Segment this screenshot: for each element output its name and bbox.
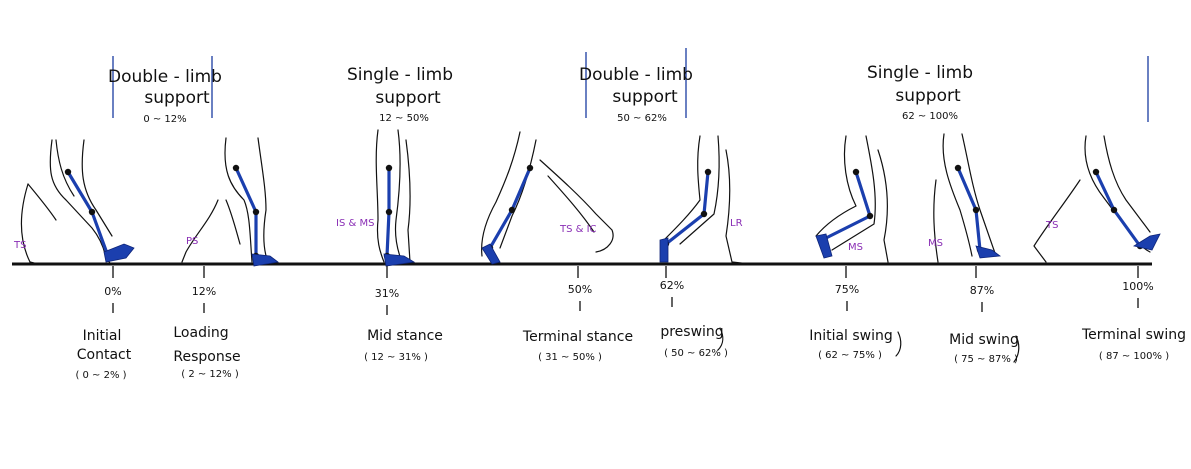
phase-initial-contact: 0% Initial Contact ( 0 ~ 2% ) bbox=[75, 285, 131, 381]
phase-percent: 75% bbox=[835, 283, 859, 296]
support-period-double-2: Double - limb support 50 ~ 62% bbox=[579, 65, 693, 124]
support-title: Single - limb bbox=[347, 65, 453, 85]
leg-tag: MS bbox=[928, 238, 943, 249]
phase-percent: 12% bbox=[192, 285, 216, 298]
phase-preswing: 62% preswing ( 50 ~ 62% ) bbox=[660, 279, 728, 359]
phase-mid-stance: 31% Mid stance ( 12 ~ 31% ) bbox=[364, 287, 443, 363]
phase-range: ( 31 ~ 50% ) bbox=[538, 352, 602, 363]
support-range: 12 ~ 50% bbox=[379, 113, 429, 124]
bracket-mark bbox=[717, 327, 724, 351]
phase-range: ( 0 ~ 2% ) bbox=[75, 370, 126, 381]
leg-mid-stance bbox=[375, 129, 416, 267]
phase-loading-response: 12% Loading Response ( 2 ~ 12% ) bbox=[173, 285, 240, 380]
phase-percent: 31% bbox=[375, 287, 399, 300]
phase-range: ( 62 ~ 75% ) bbox=[818, 350, 882, 361]
phase-name: preswing bbox=[660, 324, 723, 340]
support-period-single-1: Single - limb support 12 ~ 50% bbox=[347, 65, 453, 124]
phase-name: Contact bbox=[77, 347, 132, 363]
support-range: 0 ~ 12% bbox=[143, 114, 186, 125]
support-period-double-1: Double - limb support 0 ~ 12% bbox=[108, 67, 222, 125]
phase-percent: 0% bbox=[104, 285, 121, 298]
leg-terminal-swing bbox=[1033, 135, 1161, 263]
leg-loading-response bbox=[181, 137, 279, 267]
support-title: support bbox=[895, 86, 961, 106]
leg-tag: LR bbox=[730, 218, 743, 229]
phase-mid-swing: 87% Mid swing ( 75 ~ 87% ) bbox=[949, 284, 1019, 365]
phase-percent: 62% bbox=[660, 279, 684, 292]
leg-terminal-stance bbox=[481, 131, 614, 265]
phase-name: Initial bbox=[83, 328, 122, 344]
leg-tag: TS bbox=[13, 240, 26, 251]
leg-initial-contact bbox=[20, 139, 135, 265]
phase-name: Terminal swing bbox=[1081, 327, 1186, 343]
leg-tag: TS bbox=[1045, 220, 1058, 231]
ground-ticks bbox=[112, 266, 1139, 278]
support-range: 50 ~ 62% bbox=[617, 113, 667, 124]
support-title: support bbox=[375, 88, 441, 108]
phase-range: ( 75 ~ 87% ) bbox=[954, 354, 1018, 365]
leg-tag: MS bbox=[848, 242, 863, 253]
phase-name: Mid stance bbox=[367, 328, 443, 344]
phase-name: Response bbox=[173, 349, 240, 365]
support-range: 62 ~ 100% bbox=[902, 111, 958, 122]
support-title: support bbox=[144, 88, 210, 108]
support-title: Double - limb bbox=[108, 67, 222, 87]
phase-name: Initial swing bbox=[809, 328, 893, 344]
phase-range: ( 12 ~ 31% ) bbox=[364, 352, 428, 363]
leg-preswing bbox=[659, 135, 751, 265]
bracket-mark bbox=[895, 331, 902, 357]
support-title: Double - limb bbox=[579, 65, 693, 85]
phase-percent: 100% bbox=[1122, 280, 1153, 293]
phase-range: ( 87 ~ 100% ) bbox=[1099, 351, 1169, 362]
phase-name: Terminal stance bbox=[522, 329, 633, 345]
phase-percent: 50% bbox=[568, 283, 592, 296]
leg-tag: IS & MS bbox=[336, 218, 374, 229]
bracket-mark bbox=[1013, 335, 1020, 363]
phase-percent: 87% bbox=[970, 284, 994, 297]
support-title: Single - limb bbox=[867, 63, 973, 83]
phase-initial-swing: 75% Initial swing ( 62 ~ 75% ) bbox=[809, 283, 893, 361]
phase-name: Mid swing bbox=[949, 332, 1019, 348]
phase-terminal-swing: 100% Terminal swing ( 87 ~ 100% ) bbox=[1081, 280, 1186, 362]
phase-name: Loading bbox=[173, 325, 228, 341]
phase-terminal-stance: 50% Terminal stance ( 31 ~ 50% ) bbox=[522, 283, 633, 363]
phase-range: ( 50 ~ 62% ) bbox=[664, 348, 728, 359]
leg-tag: TS & IC bbox=[559, 224, 597, 235]
support-title: support bbox=[612, 87, 678, 107]
leg-initial-swing bbox=[815, 135, 889, 263]
leg-tag: PS bbox=[186, 236, 198, 247]
leg-mid-swing bbox=[933, 133, 1002, 263]
support-period-single-2: Single - limb support 62 ~ 100% bbox=[867, 63, 973, 122]
phase-range: ( 2 ~ 12% ) bbox=[181, 369, 239, 380]
